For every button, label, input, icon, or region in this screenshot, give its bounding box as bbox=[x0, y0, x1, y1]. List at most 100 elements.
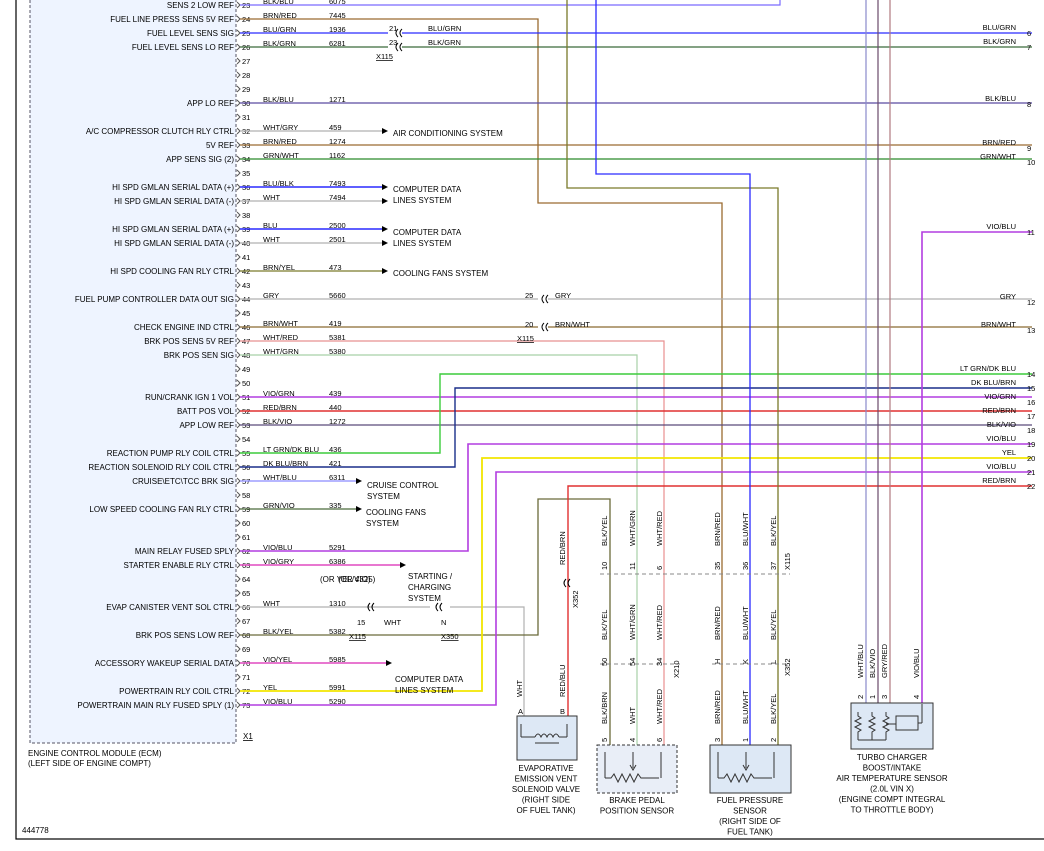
ecm-box bbox=[29, 0, 237, 744]
ecm-pin-circuit: 1271 bbox=[329, 95, 346, 104]
x115-pin23-color: BLK/GRN bbox=[428, 38, 461, 47]
turbo-pin: 3 bbox=[880, 695, 889, 699]
brake-top-color: WHT/GRN bbox=[628, 510, 637, 546]
right-wire-color: YEL bbox=[1002, 448, 1016, 457]
ecm-pin-label: BRK POS SENS LOW REF bbox=[136, 631, 234, 640]
target-lowfan-l1: COOLING FANS bbox=[366, 508, 426, 517]
evap-valve-label: EVAPORATIVE bbox=[518, 764, 573, 773]
ecm-pin-terminal-icon bbox=[236, 589, 241, 597]
brake-mid-pin: 34 bbox=[655, 658, 664, 666]
target-cruise-l1: CRUISE CONTROL bbox=[367, 481, 439, 490]
right-edge-number: 14 bbox=[1027, 370, 1035, 379]
fuel-sensor-label: FUEL PRESSURE bbox=[717, 796, 783, 805]
ecm-pin-number: 27 bbox=[242, 57, 250, 66]
ecm-pin-wire-color: WHT bbox=[263, 599, 280, 608]
ecm-pin-circuit: 6281 bbox=[329, 39, 346, 48]
ecm-pin-circuit: 5382 bbox=[329, 627, 346, 636]
fuel-bot-pin: 1 bbox=[741, 738, 750, 742]
page-border bbox=[15, 0, 1044, 840]
right-edge-number: 11 bbox=[1027, 228, 1035, 237]
solenoid-coil-icon bbox=[520, 724, 568, 744]
fuel-mid-pin: L bbox=[769, 660, 778, 664]
ecm-pin-number: 50 bbox=[242, 379, 250, 388]
evap-wht-color: WHT bbox=[515, 680, 524, 697]
ecm-pin-number: 64 bbox=[242, 575, 250, 584]
target-starting-l2: CHARGING bbox=[408, 583, 451, 592]
brake-top-pin: 6 bbox=[655, 566, 664, 570]
wire-turbo-vio-blu bbox=[921, 231, 1032, 703]
ecm-pin-label: CRUISE\ETC\TCC BRK SIG bbox=[132, 477, 234, 486]
ecm-pin-terminal-icon bbox=[236, 295, 241, 303]
right-edge-number: 12 bbox=[1027, 298, 1035, 307]
arrow-icon bbox=[382, 226, 388, 232]
right-wire-color: GRY bbox=[1000, 292, 1016, 301]
right-edge-number: 16 bbox=[1027, 398, 1035, 407]
ecm-pin-terminal-icon bbox=[236, 449, 241, 457]
target-data2-l1: COMPUTER DATA bbox=[393, 228, 462, 237]
ecm-pin-label: A/C COMPRESSOR CLUTCH RLY CTRL bbox=[86, 127, 235, 136]
ecm-pin-wire-color: WHT bbox=[263, 193, 280, 202]
ecm-pin-terminal-icon bbox=[236, 435, 241, 443]
right-edge-number: 20 bbox=[1027, 454, 1035, 463]
x115-pin20-color: BRN/WHT bbox=[555, 320, 590, 329]
right-edge-number: 21 bbox=[1027, 468, 1035, 477]
arrow-icon bbox=[382, 198, 388, 204]
ecm-pin-circuit: 419 bbox=[329, 319, 342, 328]
fuel-top-pin: 37 bbox=[769, 562, 778, 570]
brake-bot-pin: 6 bbox=[655, 738, 664, 742]
arrow-icon bbox=[382, 184, 388, 190]
ecm-pin-circuit: 440 bbox=[329, 403, 342, 412]
brake-mid-color: WHT/GRN bbox=[628, 604, 637, 640]
right-edge-number: 15 bbox=[1027, 384, 1035, 393]
right-wire-color: DK BLU/BRN bbox=[971, 378, 1016, 387]
ecm-pin-circuit: 5660 bbox=[329, 291, 346, 300]
right-wire-color: BLU/GRN bbox=[983, 23, 1016, 32]
ecm-pin-label: LOW SPEED COOLING FAN RLY CTRL bbox=[89, 505, 234, 514]
brake-bot-color: BLK/BRN bbox=[600, 692, 609, 724]
x350-label: X350 bbox=[441, 632, 459, 641]
ecm-pin-wire-color: BLU bbox=[263, 221, 278, 230]
right-wire-color: BRN/RED bbox=[982, 138, 1016, 147]
ecm-pin-terminal-icon bbox=[236, 1, 241, 9]
ecm-pin-terminal-icon bbox=[236, 99, 241, 107]
ecm-pin-label: MAIN RELAY FUSED SPLY bbox=[135, 547, 235, 556]
fuel-top-pin: 36 bbox=[741, 562, 750, 570]
right-wire-color: LT GRN/DK BLU bbox=[960, 364, 1016, 373]
brake-mid-pin: 50 bbox=[600, 658, 609, 666]
ecm-location: (LEFT SIDE OF ENGINE COMPT) bbox=[28, 759, 151, 768]
ecm-pin-circuit: 5380 bbox=[329, 347, 346, 356]
evap-valve-label: OF FUEL TANK) bbox=[517, 806, 576, 815]
right-wire-color: RED/BRN bbox=[982, 476, 1016, 485]
ecm-pin-terminal-icon bbox=[236, 603, 241, 611]
ecm-pin-number: 29 bbox=[242, 85, 250, 94]
arrow-icon bbox=[386, 660, 392, 666]
turbo-sensor-label: (2.0L VIN X) bbox=[870, 785, 914, 794]
ecm-pin-circuit: 1274 bbox=[329, 137, 346, 146]
target-data2-l2: LINES SYSTEM bbox=[393, 239, 452, 248]
ecm-pin-number: 41 bbox=[242, 253, 250, 262]
ecm-pin-label: HI SPD COOLING FAN RLY CTRL bbox=[110, 267, 234, 276]
ecm-pin-number: 38 bbox=[242, 211, 250, 220]
ecm-pin-terminal-icon bbox=[236, 141, 241, 149]
fuel-top-color: BRN/RED bbox=[713, 512, 722, 546]
ecm-pin-label: FUEL LINE PRESS SENS 5V REF bbox=[110, 15, 234, 24]
ecm-pin-label: POWERTRAIN MAIN RLY FUSED SPLY (1) bbox=[77, 701, 234, 710]
inline-connector-icon bbox=[563, 578, 571, 588]
right-edge-number: 13 bbox=[1027, 326, 1035, 335]
ecm-pin-wire-color: VIO/GRN bbox=[263, 389, 295, 398]
ecm-pin-terminal-icon bbox=[236, 547, 241, 555]
right-wire-color: BLK/BLU bbox=[985, 94, 1016, 103]
ecm-pin-wire-color: WHT bbox=[263, 235, 280, 244]
right-edge-number: 17 bbox=[1027, 412, 1035, 421]
ecm-pin-wire-color: VIO/GRY bbox=[263, 557, 294, 566]
ecm-pin-wire-color: BLK/BLU bbox=[263, 95, 294, 104]
right-edge-number: 10 bbox=[1027, 158, 1035, 167]
ecm-pin-terminal-icon bbox=[236, 43, 241, 51]
ecm-pin-label: BRK POS SEN SIG bbox=[164, 351, 234, 360]
ecm-pin-circuit: 7445 bbox=[329, 11, 346, 20]
ecm-pin-terminal-icon bbox=[236, 281, 241, 289]
wire-pin23 bbox=[240, 0, 781, 6]
ecm-pin-label: RUN/CRANK IGN 1 VOL bbox=[145, 393, 234, 402]
right-wire-color: VIO/BLU bbox=[986, 222, 1016, 231]
ecm-pin-wire-color: YEL bbox=[263, 683, 277, 692]
